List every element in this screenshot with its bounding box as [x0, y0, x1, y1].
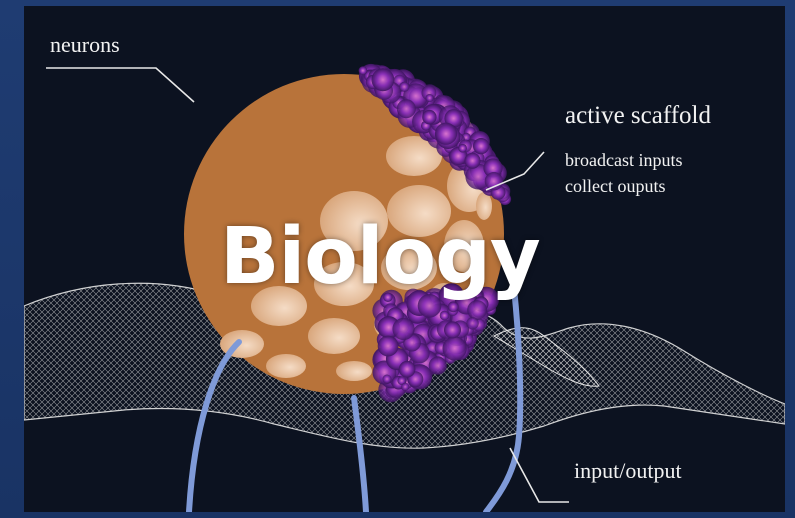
- label-broadcast-inputs: broadcast inputs: [565, 150, 682, 171]
- slide-title: Biology: [220, 212, 540, 302]
- label-input-output: input/output: [574, 458, 682, 484]
- label-neurons: neurons: [50, 32, 120, 58]
- label-active-scaffold: active scaffold: [565, 102, 711, 130]
- label-collect-outputs: collect ouputs: [565, 176, 665, 197]
